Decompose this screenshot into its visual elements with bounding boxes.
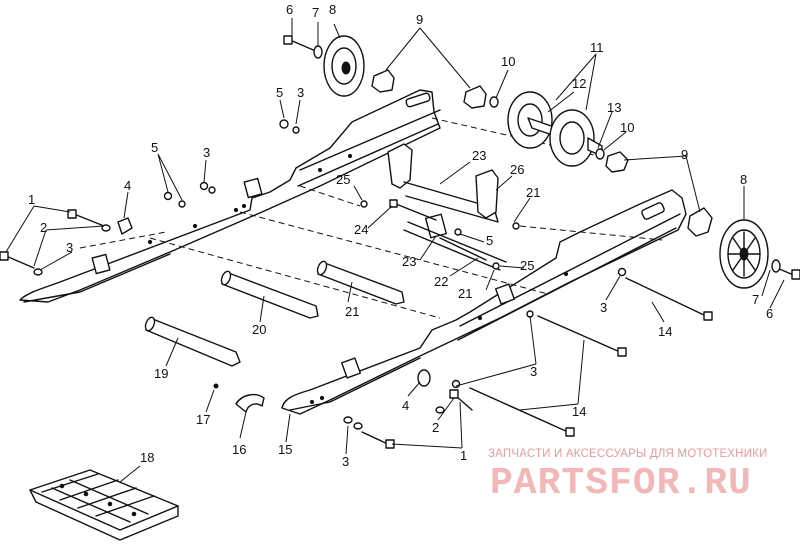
callout-5-left: 5 <box>151 140 158 155</box>
callout-24: 24 <box>354 222 368 237</box>
cross-shafts <box>144 260 405 367</box>
callout-10-top: 10 <box>501 54 515 69</box>
slide-assembly <box>29 469 179 541</box>
callout-6-top: 6 <box>286 2 293 17</box>
axle-brackets <box>371 69 713 237</box>
callout-3-right-mid: 3 <box>530 364 537 379</box>
assembly-lines <box>79 117 663 319</box>
callout-7-top: 7 <box>312 5 319 20</box>
callout-8-right: 8 <box>740 172 747 187</box>
leader-lines <box>5 18 785 483</box>
callout-3-front-left: 3 <box>66 240 73 255</box>
idler-wheel-right <box>719 219 769 289</box>
callout-4-left: 4 <box>124 178 131 193</box>
callout-9-right: 9 <box>681 147 688 162</box>
idler-wheel-top-left <box>323 35 365 97</box>
callout-2-left: 2 <box>40 220 47 235</box>
callout-3-right-top: 3 <box>600 300 607 315</box>
callout-25-left: 25 <box>336 172 350 187</box>
callout-21-top: 21 <box>526 185 540 200</box>
callout-22: 22 <box>434 274 448 289</box>
callout-11: 11 <box>590 40 604 55</box>
callout-25-right: 25 <box>520 258 534 273</box>
callout-18: 18 <box>140 450 154 465</box>
callout-3-left: 3 <box>203 145 210 160</box>
callout-4-right: 4 <box>402 398 409 413</box>
callout-1-left: 1 <box>28 192 35 207</box>
watermark: ЗАПЧАСТИ И АКСЕССУАРЫ ДЛЯ МОТОТЕХНИКИ PA… <box>488 448 788 508</box>
callout-14-bottom: 14 <box>572 404 586 419</box>
callout-3-right-bottom: 3 <box>342 454 349 469</box>
callout-10-right: 10 <box>620 120 634 135</box>
callout-21-center: 21 <box>458 286 472 301</box>
callout-1-right: 1 <box>460 448 467 463</box>
callout-23-center: 23 <box>402 254 416 269</box>
callout-5-top: 5 <box>276 85 283 100</box>
callout-15: 15 <box>278 442 292 457</box>
callout-21-shaft: 21 <box>345 304 359 319</box>
callout-13: 13 <box>607 100 621 115</box>
callout-9-top: 9 <box>416 12 423 27</box>
left-rail <box>19 89 441 303</box>
callout-20: 20 <box>252 322 266 337</box>
fasteners <box>0 35 800 449</box>
center-mount <box>387 143 507 271</box>
callout-14-top: 14 <box>658 324 672 339</box>
callout-19: 19 <box>154 366 168 381</box>
watermark-tagline: ЗАПЧАСТИ И АКСЕССУАРЫ ДЛЯ МОТОТЕХНИКИ <box>488 448 768 460</box>
long-bolts <box>469 277 713 437</box>
right-rail <box>281 189 687 415</box>
callout-26: 26 <box>510 162 524 177</box>
callout-labels: 6 7 8 9 10 11 12 13 10 9 8 7 6 5 3 5 3 4… <box>28 2 773 469</box>
callout-12: 12 <box>572 76 586 91</box>
callout-2-right: 2 <box>432 420 439 435</box>
callout-17: 17 <box>196 412 210 427</box>
callout-3-top: 3 <box>297 85 304 100</box>
rear-axle-wheels <box>507 91 603 167</box>
callout-5-center: 5 <box>486 233 493 248</box>
callout-16: 16 <box>232 442 246 457</box>
callout-23-top: 23 <box>472 148 486 163</box>
callout-6-right: 6 <box>766 306 773 321</box>
callout-7-right: 7 <box>752 292 759 307</box>
callout-8-top: 8 <box>329 2 336 17</box>
watermark-brand-logo: PARTSFOR.RU <box>490 462 752 505</box>
